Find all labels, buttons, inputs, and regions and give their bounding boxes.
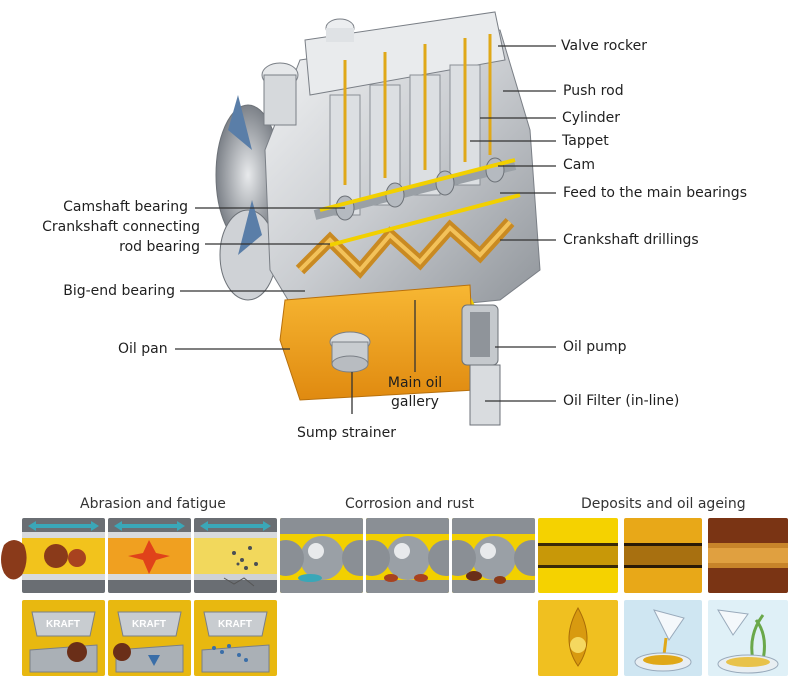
- kraft-badge-2: KRAFT: [132, 619, 166, 630]
- deposit-tile-4: [538, 600, 618, 676]
- oil-filter-shape: [469, 364, 501, 426]
- label-camshaft-bearing: Camshaft bearing: [63, 199, 188, 215]
- label-feed-main-bearings: Feed to the main bearings: [563, 185, 747, 201]
- deposit-tile-1: [538, 518, 618, 593]
- label-cylinder: Cylinder: [562, 110, 620, 126]
- leader-lines: [175, 45, 556, 414]
- deposit-tile-3: [708, 518, 788, 593]
- debris-particle: [1, 540, 27, 580]
- corrosion-tile-3: [452, 518, 535, 593]
- engine-illustration: [175, 11, 556, 426]
- label-crankshaft-connecting: Crankshaft connecting: [42, 219, 200, 235]
- corrosion-tile-2: [366, 518, 449, 593]
- oil-pump-shape: [461, 304, 499, 366]
- kraft-badge-1: KRAFT: [46, 619, 80, 630]
- section-title-abrasion: Abrasion and fatigue: [80, 496, 226, 512]
- label-oil-filter: Oil Filter (in-line): [563, 393, 680, 409]
- corrosion-tile-1: [280, 518, 363, 593]
- section-title-deposits: Deposits and oil ageing: [581, 496, 746, 512]
- label-rod-bearing: rod bearing: [119, 239, 200, 255]
- deposit-tile-5: [624, 600, 702, 676]
- kraft-tile-3: KRAFT: [194, 600, 277, 676]
- label-tappet: Tappet: [562, 133, 609, 149]
- kraft-tile-1: KRAFT: [22, 600, 105, 676]
- oil-pan: [279, 284, 476, 401]
- abrasion-tile-1: [22, 518, 105, 593]
- label-gallery: gallery: [391, 394, 439, 410]
- label-big-end-bearing: Big-end bearing: [63, 283, 175, 299]
- kraft-badge-3: KRAFT: [218, 619, 252, 630]
- kraft-tile-2: KRAFT: [108, 600, 191, 676]
- abrasion-tile-3: [194, 518, 277, 593]
- cylinders: [329, 34, 492, 216]
- sump-strainer-shape: [329, 331, 371, 373]
- section-title-corrosion: Corrosion and rust: [345, 496, 475, 512]
- label-oil-pan: Oil pan: [118, 341, 168, 357]
- label-oil-pump: Oil pump: [563, 339, 627, 355]
- deposit-tile-6: [708, 600, 788, 676]
- label-main-oil: Main oil: [387, 375, 443, 391]
- label-push-rod: Push rod: [563, 83, 624, 99]
- label-crankshaft-drillings: Crankshaft drillings: [563, 232, 699, 248]
- deposit-tile-2: [624, 518, 702, 593]
- label-sump-strainer: Sump strainer: [297, 425, 396, 441]
- label-cam: Cam: [563, 157, 595, 173]
- label-valve-rocker: Valve rocker: [561, 38, 647, 54]
- abrasion-tile-2: [108, 518, 191, 593]
